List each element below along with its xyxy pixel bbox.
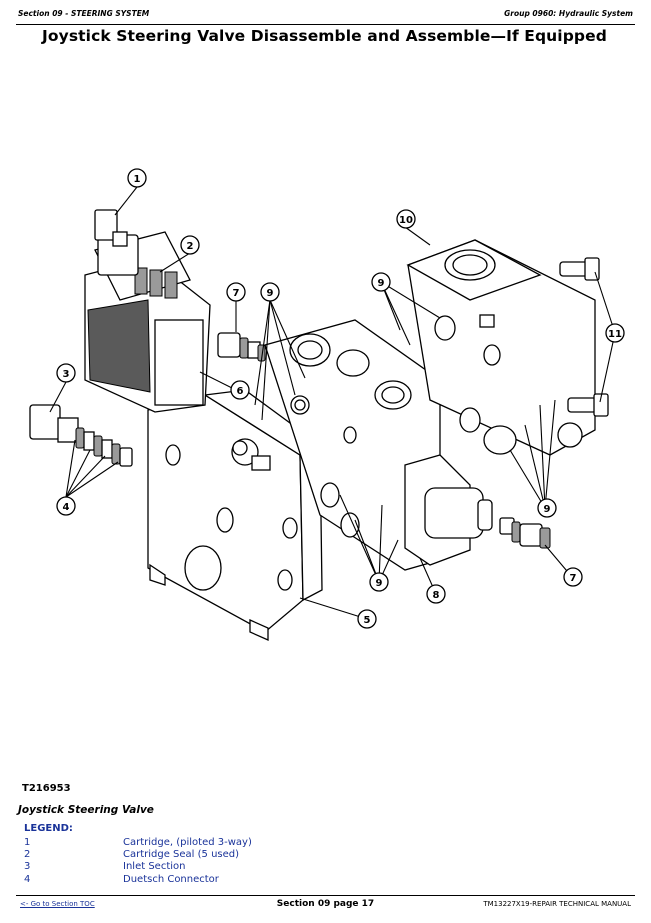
callout-4: 1	[127, 168, 147, 188]
callout-8: 8	[426, 584, 446, 604]
header-divider	[16, 24, 635, 25]
cartridge-left	[29, 404, 133, 467]
callout-11: 11	[605, 323, 625, 343]
solenoid-assembly	[84, 209, 211, 413]
legend-item-text: Duetsch Connector	[123, 874, 219, 885]
svg-text:8: 8	[433, 590, 440, 601]
callout-9-lower-right: 9	[537, 498, 557, 518]
go-to-section-toc-link[interactable]: <- Go to Section TOC	[20, 900, 95, 908]
svg-text:11: 11	[608, 329, 622, 340]
svg-text:10: 10	[399, 215, 413, 226]
work-section-middle	[264, 319, 441, 571]
section-header: Section 09 - STEERING SYSTEM	[18, 9, 150, 18]
legend-item-text: Inlet Section	[123, 861, 186, 872]
page-title: Joystick Steering Valve Disassemble and …	[42, 27, 607, 45]
footer-divider	[16, 895, 635, 896]
legend-item-text: Cartridge Seal (5 used)	[123, 849, 240, 860]
svg-text:3: 3	[63, 369, 70, 380]
manual-id: TM13227X19-REPAIR TECHNICAL MANUAL	[483, 900, 631, 908]
tie-rods	[559, 257, 609, 417]
cartridge-upper	[217, 332, 266, 362]
svg-text:6: 6	[237, 386, 244, 397]
callout-2: 4	[56, 496, 76, 516]
legend-item-text: Cartridge, (piloted 3-way)	[123, 837, 252, 848]
callout-leaders	[49, 186, 616, 620]
solenoid-coil	[404, 454, 493, 566]
svg-text:5: 5	[364, 615, 371, 626]
figure-caption: Joystick Steering Valve	[18, 804, 154, 816]
legend-item-number: 4	[24, 874, 31, 885]
callout-7-lower: 7	[563, 567, 583, 587]
callout-5: 2	[180, 235, 200, 255]
legend-item-number: 1	[24, 837, 31, 848]
svg-text:4: 4	[63, 502, 70, 513]
svg-text:9: 9	[378, 278, 385, 289]
callout-9-upper-right: 9	[371, 272, 391, 292]
callout-9-upper-left: 9	[260, 282, 280, 302]
figure-id: T216953	[22, 783, 71, 794]
svg-text:9: 9	[544, 504, 551, 515]
svg-text:1: 1	[134, 174, 141, 185]
svg-text:7: 7	[233, 288, 240, 299]
callout-7-upper: 7	[226, 282, 246, 302]
callout-3: 5	[357, 609, 377, 629]
svg-text:7: 7	[570, 573, 577, 584]
legend-item-number: 2	[24, 849, 31, 860]
callout-9-lower-middle: 9	[369, 572, 389, 592]
svg-text:2: 2	[187, 241, 194, 252]
page-number: Section 09 page 17	[276, 899, 375, 909]
callout-6: 6	[230, 380, 250, 400]
end-section	[406, 239, 596, 456]
legend-item-number: 3	[24, 861, 31, 872]
callout-10: 10	[396, 209, 416, 229]
legend-title: LEGEND:	[24, 823, 73, 834]
cartridge-lower	[499, 517, 551, 549]
svg-text:9: 9	[267, 288, 274, 299]
group-header: Group 0960: Hydraulic System	[504, 9, 633, 18]
svg-text:9: 9	[376, 578, 383, 589]
callout-1: 3	[56, 363, 76, 383]
inlet-section	[147, 389, 323, 642]
